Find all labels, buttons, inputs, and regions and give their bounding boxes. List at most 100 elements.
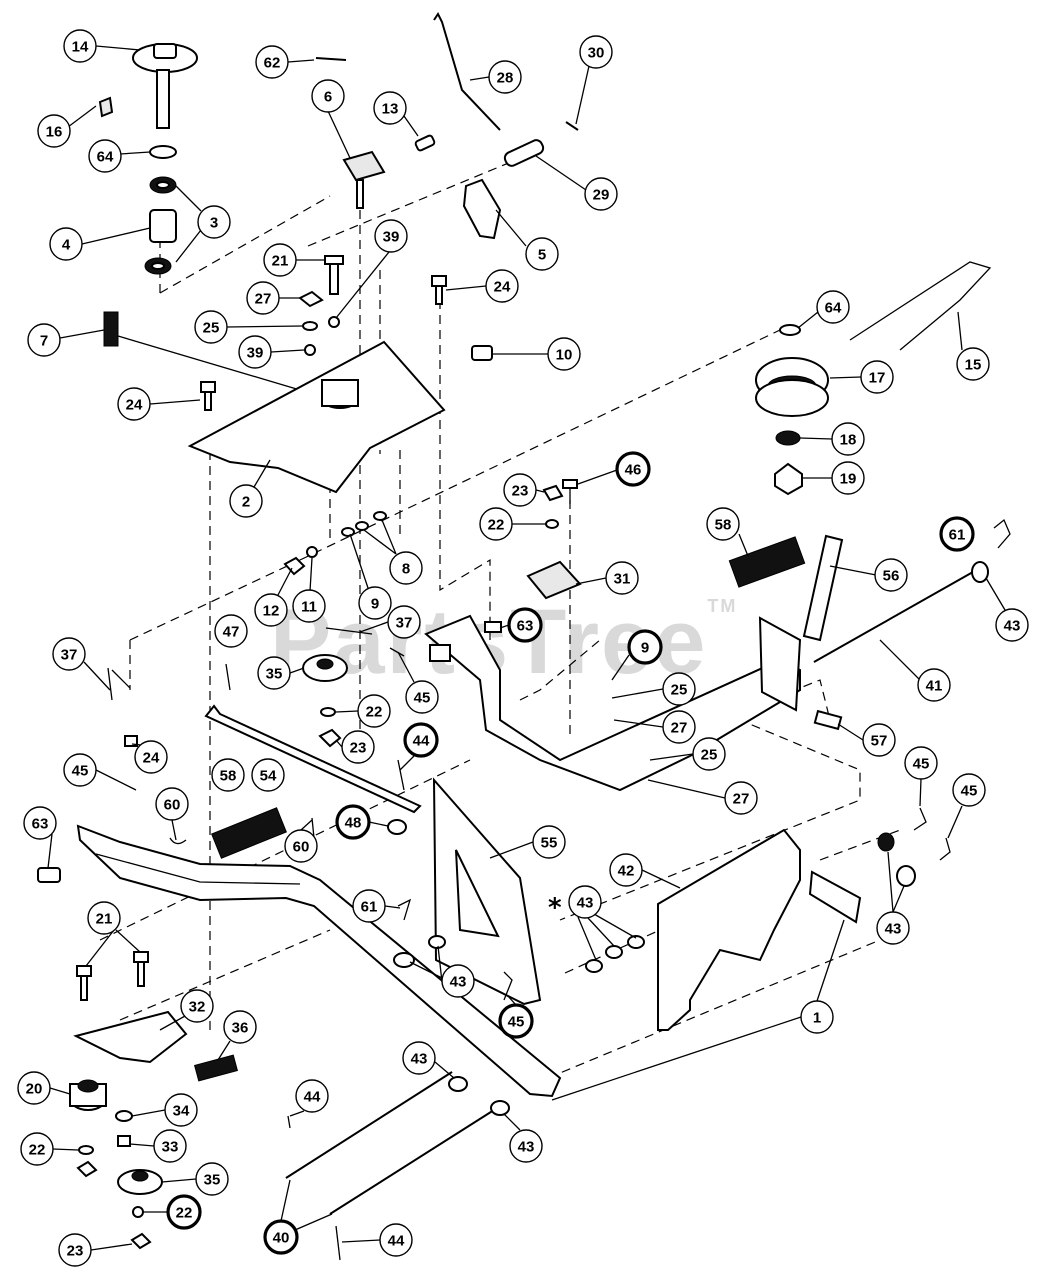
callout-part-43[interactable]: 43 xyxy=(876,911,910,945)
callout-part-57[interactable]: 57 xyxy=(862,723,896,757)
callout-part-17[interactable]: 17 xyxy=(860,360,894,394)
callout-part-60[interactable]: 60 xyxy=(155,787,189,821)
callout-part-46[interactable]: 46 xyxy=(615,451,651,487)
callout-label: 4 xyxy=(62,237,71,254)
callout-part-22[interactable]: 22 xyxy=(357,694,391,728)
callout-label: 9 xyxy=(641,640,649,657)
callout-part-44[interactable]: 44 xyxy=(379,1223,413,1257)
callout-part-39[interactable]: 39 xyxy=(238,335,272,369)
callout-part-45[interactable]: 45 xyxy=(904,746,938,780)
callout-part-1[interactable]: 1 xyxy=(800,1000,834,1034)
callout-part-60[interactable]: 60 xyxy=(284,829,318,863)
callout-part-35[interactable]: 35 xyxy=(257,656,291,690)
callout-part-32[interactable]: 32 xyxy=(180,989,214,1023)
callout-part-45[interactable]: 45 xyxy=(952,773,986,807)
callout-part-14[interactable]: 14 xyxy=(63,29,97,63)
callout-circle xyxy=(214,614,248,648)
callout-part-12[interactable]: 12 xyxy=(254,593,288,627)
callout-part-41[interactable]: 41 xyxy=(917,668,951,702)
callout-label: 64 xyxy=(97,149,114,166)
callout-part-15[interactable]: 15 xyxy=(956,347,990,381)
callout-label: 37 xyxy=(61,647,78,664)
callout-part-27[interactable]: 27 xyxy=(246,281,280,315)
callout-part-25[interactable]: 25 xyxy=(692,737,726,771)
callout-part-25[interactable]: 25 xyxy=(194,310,228,344)
callout-part-9[interactable]: 9 xyxy=(627,629,663,665)
callout-part-9[interactable]: 9 xyxy=(358,586,392,620)
callout-part-63[interactable]: 63 xyxy=(507,607,543,643)
callout-part-58[interactable]: 58 xyxy=(706,507,740,541)
callout-part-28[interactable]: 28 xyxy=(488,60,522,94)
callout-part-63[interactable]: 63 xyxy=(23,806,57,840)
callout-part-43[interactable]: 43 xyxy=(995,608,1029,642)
callout-part-27[interactable]: 27 xyxy=(724,781,758,815)
callout-part-42[interactable]: 42 xyxy=(609,853,643,887)
callout-part-4[interactable]: 4 xyxy=(49,227,83,261)
callout-part-30[interactable]: 30 xyxy=(579,35,613,69)
callout-part-45[interactable]: 45 xyxy=(498,1003,534,1039)
callout-part-58[interactable]: 58 xyxy=(211,758,245,792)
callout-part-21[interactable]: 21 xyxy=(87,901,121,935)
callout-circle xyxy=(52,637,86,671)
callout-part-25[interactable]: 25 xyxy=(662,672,696,706)
callout-part-40[interactable]: 40 xyxy=(263,1219,299,1255)
callout-part-3[interactable]: 3 xyxy=(197,205,231,239)
callout-part-43[interactable]: 43 xyxy=(509,1129,543,1163)
callout-part-10[interactable]: 10 xyxy=(547,337,581,371)
callout-part-23[interactable]: 23 xyxy=(341,730,375,764)
callout-part-19[interactable]: 19 xyxy=(831,461,865,495)
callout-part-54[interactable]: 54 xyxy=(251,758,285,792)
callout-part-23[interactable]: 23 xyxy=(58,1233,92,1267)
callout-part-22[interactable]: 22 xyxy=(479,507,513,541)
callout-part-24[interactable]: 24 xyxy=(134,740,168,774)
callout-circle xyxy=(374,219,408,253)
callout-part-18[interactable]: 18 xyxy=(831,422,865,456)
callout-part-11[interactable]: 11 xyxy=(292,589,326,623)
callout-part-22[interactable]: 22 xyxy=(20,1132,54,1166)
callout-part-61[interactable]: 61 xyxy=(939,516,975,552)
callout-part-47[interactable]: 47 xyxy=(214,614,248,648)
callout-part-34[interactable]: 34 xyxy=(164,1093,198,1127)
callout-part-55[interactable]: 55 xyxy=(532,825,566,859)
callout-circle xyxy=(627,629,663,665)
callout-part-6[interactable]: 6 xyxy=(311,79,345,113)
callout-part-8[interactable]: 8 xyxy=(389,551,423,585)
callout-circle xyxy=(379,1223,413,1257)
callout-part-45[interactable]: 45 xyxy=(63,753,97,787)
callout-part-31[interactable]: 31 xyxy=(605,561,639,595)
callout-part-48[interactable]: 48 xyxy=(335,804,371,840)
callout-label: 43 xyxy=(577,895,594,912)
callout-part-27[interactable]: 27 xyxy=(662,710,696,744)
callout-part-20[interactable]: 20 xyxy=(17,1071,51,1105)
callout-part-29[interactable]: 29 xyxy=(584,177,618,211)
callout-part-24[interactable]: 24 xyxy=(117,387,151,421)
callout-part-39[interactable]: 39 xyxy=(374,219,408,253)
callout-part-64[interactable]: 64 xyxy=(816,290,850,324)
callout-part-24[interactable]: 24 xyxy=(485,269,519,303)
callout-label: 33 xyxy=(162,1139,179,1156)
callout-part-44[interactable]: 44 xyxy=(295,1079,329,1113)
callout-part-64[interactable]: 64 xyxy=(88,139,122,173)
callout-part-61[interactable]: 61 xyxy=(352,889,386,923)
callout-part-62[interactable]: 62 xyxy=(255,45,289,79)
callout-part-43[interactable]: 43 xyxy=(568,885,602,919)
callout-part-44[interactable]: 44 xyxy=(403,722,439,758)
callout-part-5[interactable]: 5 xyxy=(525,237,559,271)
callout-part-13[interactable]: 13 xyxy=(373,91,407,125)
callout-part-45[interactable]: 45 xyxy=(405,680,439,714)
callout-part-16[interactable]: 16 xyxy=(37,114,71,148)
callout-part-43[interactable]: 43 xyxy=(441,964,475,998)
callout-part-33[interactable]: 33 xyxy=(153,1129,187,1163)
callout-part-7[interactable]: 7 xyxy=(27,323,61,357)
callout-part-37[interactable]: 37 xyxy=(52,637,86,671)
callout-part-2[interactable]: 2 xyxy=(229,484,263,518)
callout-part-36[interactable]: 36 xyxy=(223,1010,257,1044)
callout-part-22[interactable]: 22 xyxy=(166,1194,202,1230)
callout-part-37[interactable]: 37 xyxy=(387,605,421,639)
callout-part-35[interactable]: 35 xyxy=(195,1162,229,1196)
callout-part-43[interactable]: 43 xyxy=(402,1041,436,1075)
callout-label: 31 xyxy=(614,571,631,588)
callout-part-21[interactable]: 21 xyxy=(263,243,297,277)
callout-part-23[interactable]: 23 xyxy=(503,473,537,507)
callout-part-56[interactable]: 56 xyxy=(874,558,908,592)
